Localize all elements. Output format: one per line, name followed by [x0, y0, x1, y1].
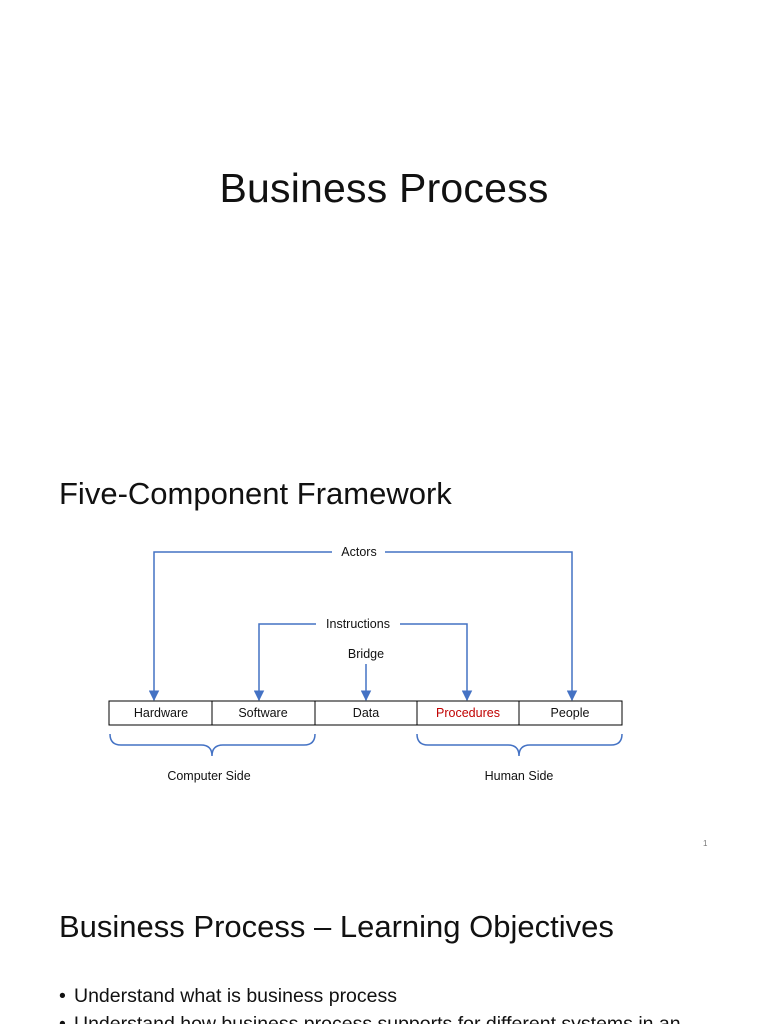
component-label-people: People — [551, 706, 590, 720]
human-side-label: Human Side — [485, 769, 554, 783]
slide-heading: Business Process – Learning Objectives — [59, 909, 614, 944]
title-slide: Business Process — [0, 0, 768, 430]
component-box-people — [518, 700, 623, 726]
bridge-label: Bridge — [348, 647, 384, 661]
slide-heading: Five-Component Framework — [59, 476, 452, 511]
component-box-procedures — [416, 700, 520, 726]
slide-number: 1 — [703, 839, 708, 848]
objectives-slide: Business Process – Learning Objectives U… — [0, 860, 768, 1024]
component-label-hardware: Hardware — [134, 706, 188, 720]
actors-connector — [148, 551, 578, 702]
component-label-procedures: Procedures — [436, 706, 500, 720]
list-item: Understand how business process supports… — [59, 1010, 681, 1024]
component-label-data: Data — [353, 706, 379, 720]
instructions-connector — [253, 623, 473, 702]
list-item: Understand what is business process — [59, 982, 681, 1010]
human-side-brace — [416, 733, 623, 757]
actors-label: Actors — [341, 545, 376, 559]
computer-side-label: Computer Side — [167, 769, 250, 783]
component-box-hardware — [108, 700, 213, 726]
framework-slide: Five-Component Framework Actors Instruct… — [0, 430, 768, 860]
instructions-label: Instructions — [326, 617, 390, 631]
five-component-diagram: Actors Instructions Bridge Hardware Soft… — [108, 545, 623, 783]
computer-side-brace — [109, 733, 316, 757]
component-row — [108, 700, 623, 726]
component-label-software: Software — [238, 706, 287, 720]
objectives-list: Understand what is business process Unde… — [59, 982, 681, 1024]
slide-title: Business Process — [219, 165, 549, 211]
